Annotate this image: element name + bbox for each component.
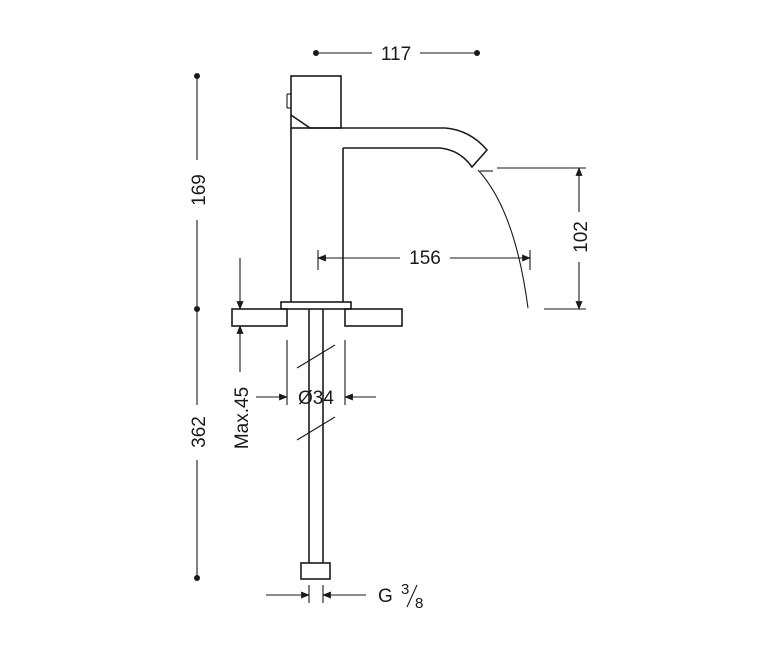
dim-spout-reach: 156 [317,248,531,270]
water-stream [477,169,529,309]
dim-left-vertical: 169 362 [189,73,210,581]
dim-connection-label: G [378,586,393,607]
faucet-body [280,75,489,310]
dim-top-width: 117 [313,44,480,65]
countertop-section [231,308,403,327]
dim-hole-diameter: Ø34 [256,340,376,409]
dim-connection-denominator: 8 [415,595,423,612]
dim-lower-length-label: 362 [189,416,210,448]
spout [310,127,489,169]
dim-top-width-label: 117 [381,44,411,65]
dim-total-height-label: 169 [189,174,210,206]
dim-hole-diameter-label: Ø34 [298,388,334,409]
supply-pipe [296,309,336,580]
dim-spout-reach-label: 156 [409,248,441,269]
dim-connection-numerator: 3 [401,581,409,598]
base-flange [280,301,352,310]
dim-max-thickness-label: Max.45 [232,387,253,449]
dim-max-thickness: Max.45 [232,258,253,449]
dim-spout-height: 102 [497,167,592,310]
dim-spout-height-label: 102 [571,221,592,253]
pipe-connector [300,562,331,580]
dim-connection-thread: G 3 8 [266,581,423,612]
